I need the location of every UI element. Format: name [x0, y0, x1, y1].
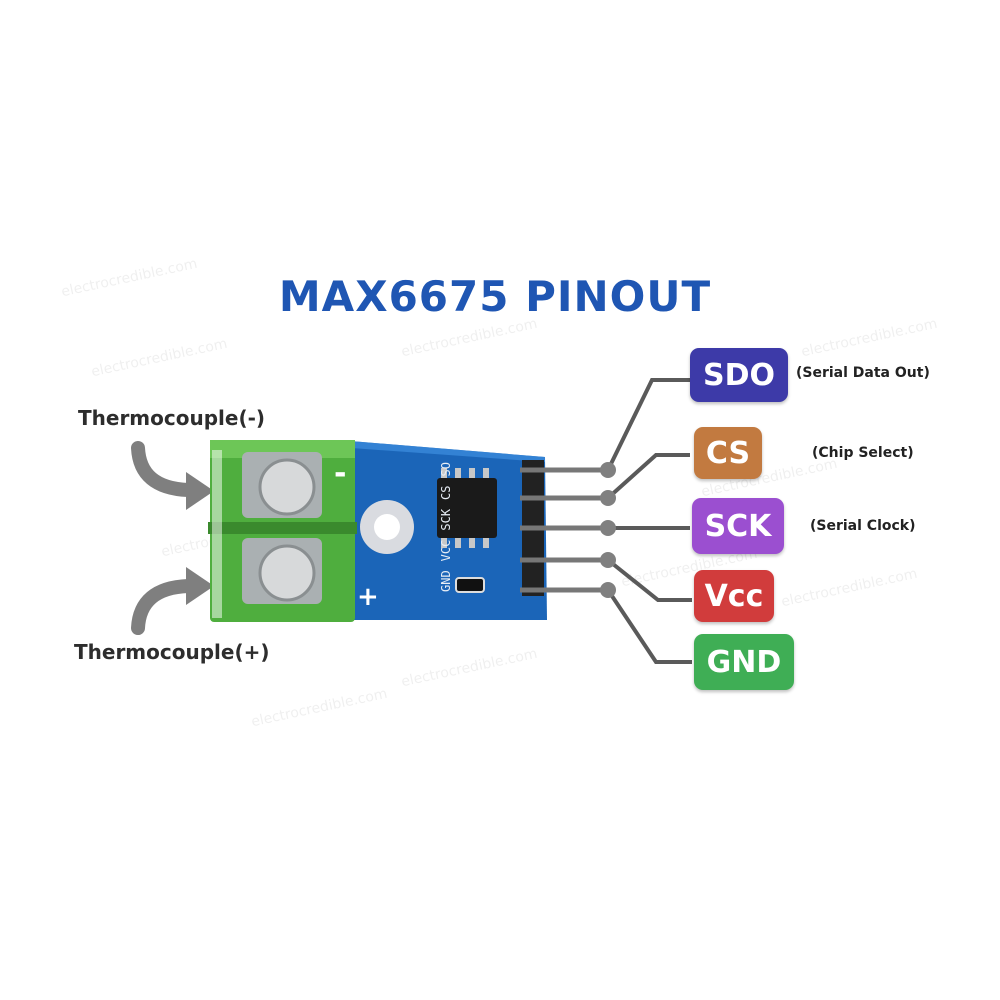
silk-gnd: GND — [439, 570, 453, 592]
diagram-title: MAX6675 PINOUT — [278, 272, 712, 321]
thermocouple-negative-label: Thermocouple(-) — [78, 406, 266, 430]
terminal-minus-mark: - — [334, 456, 347, 491]
pcb-board — [338, 440, 606, 620]
silk-so: SO — [439, 462, 453, 477]
silk-vcc: VCC — [439, 539, 453, 562]
pin-silkscreen: GND VCC SCK CS SO — [439, 442, 453, 592]
pin-desc-sck: (Serial Clock) — [810, 518, 916, 534]
pin-dots — [600, 462, 616, 598]
pin-badge-sdo: SDO — [690, 348, 788, 402]
thermocouple-positive-label: Thermocouple(+) — [74, 640, 270, 664]
pin-desc-cs: (Chip Select) — [812, 445, 914, 461]
silk-sck: SCK — [439, 508, 453, 531]
pin-desc-sdo: (Serial Data Out) — [796, 365, 930, 381]
terminal-plus-mark: + — [357, 582, 379, 612]
pin-leader-lines — [606, 378, 692, 664]
arrow-negative-icon — [131, 441, 214, 510]
max6675-chip — [437, 478, 497, 538]
arrow-positive-icon — [131, 567, 214, 635]
pin-badge-cs: CS — [694, 427, 762, 479]
pin-badge-sck: SCK — [692, 498, 784, 554]
pin-badge-gnd: GND — [694, 634, 794, 690]
pin-badge-vcc: Vcc — [694, 570, 774, 622]
terminal-block — [208, 440, 357, 622]
silk-cs: CS — [439, 485, 453, 500]
